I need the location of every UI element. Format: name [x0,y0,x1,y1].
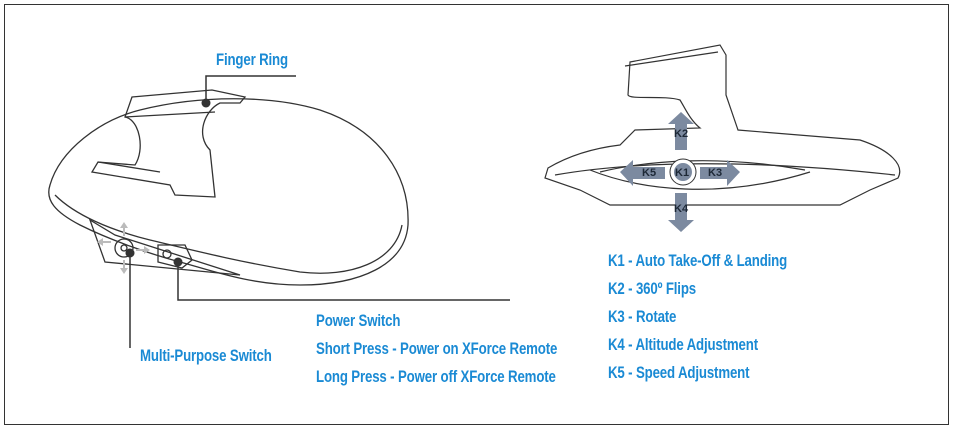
leader-lines [129,75,510,348]
k1-label: K1 [675,167,689,179]
finger-ring-label: Finger Ring [216,50,288,69]
right-remote-drawing [544,44,901,206]
k5-arrow: K5 [620,160,665,186]
k1-button: K1 [669,158,697,186]
long-press-label: Long Press - Power off XForce Remote [316,367,556,386]
key-legend-k4: K4 - Altitude Adjustment [608,335,758,354]
key-legend-k2: K2 - 360º Flips [608,279,696,298]
k4-label: K4 [674,203,689,215]
k4-arrow: K4 [668,193,694,232]
left-remote-drawing [48,89,409,286]
multi-purpose-switch-label: Multi-Purpose Switch [140,346,272,365]
k3-label: K3 [708,167,722,179]
key-legend-k5: K5 - Speed Adjustment [608,363,750,382]
leader-dots [125,98,211,267]
multi-switch-arrows [97,222,150,274]
k2-arrow: K2 [668,112,694,150]
frame-border [4,4,949,425]
k3-arrow: K3 [700,160,740,186]
key-markers: K2 K4 K5 K3 K1 [620,112,740,232]
short-press-label: Short Press - Power on XForce Remote [316,339,558,358]
k2-label: K2 [674,128,688,140]
power-switch-label: Power Switch [316,311,401,330]
k5-label: K5 [642,167,656,179]
key-legend-k3: K3 - Rotate [608,307,677,326]
key-legend-k1: K1 - Auto Take-Off & Landing [608,251,788,270]
